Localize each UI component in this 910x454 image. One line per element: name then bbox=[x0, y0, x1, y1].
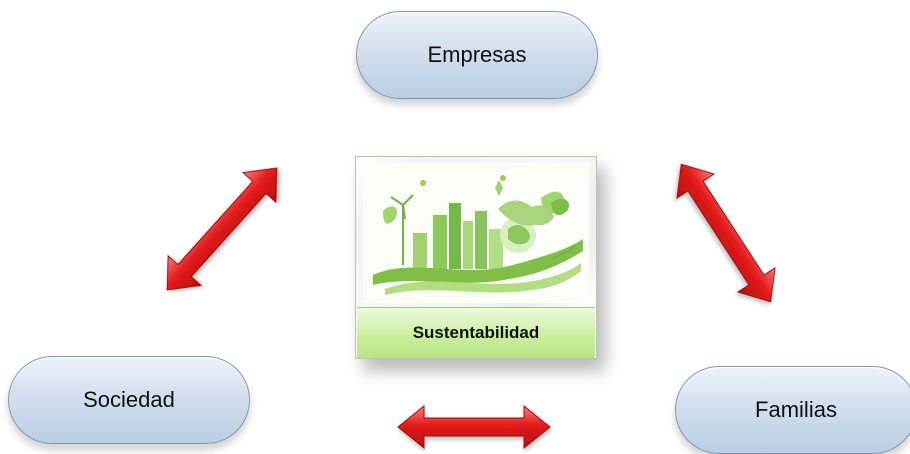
double-arrow-horizontal bbox=[397, 404, 551, 450]
double-arrow-left-diagonal bbox=[166, 167, 278, 291]
green-city-illustration bbox=[373, 175, 583, 295]
center-title-text: Sustentabilidad bbox=[412, 323, 540, 342]
double-arrow-right-diagonal bbox=[676, 163, 776, 303]
card-frame bbox=[356, 157, 596, 307]
node-empresas-label: Empresas bbox=[427, 42, 527, 67]
node-sociedad-label: Sociedad bbox=[83, 387, 175, 412]
center-card: Sustentabilidad bbox=[355, 156, 597, 359]
center-title: Sustentabilidad bbox=[357, 307, 595, 358]
node-empresas: Empresas bbox=[356, 11, 598, 99]
green-city-icon bbox=[363, 163, 589, 303]
node-sociedad: Sociedad bbox=[8, 356, 250, 444]
node-familias-label: Familias bbox=[755, 397, 837, 422]
node-familias: Familias bbox=[675, 366, 910, 454]
